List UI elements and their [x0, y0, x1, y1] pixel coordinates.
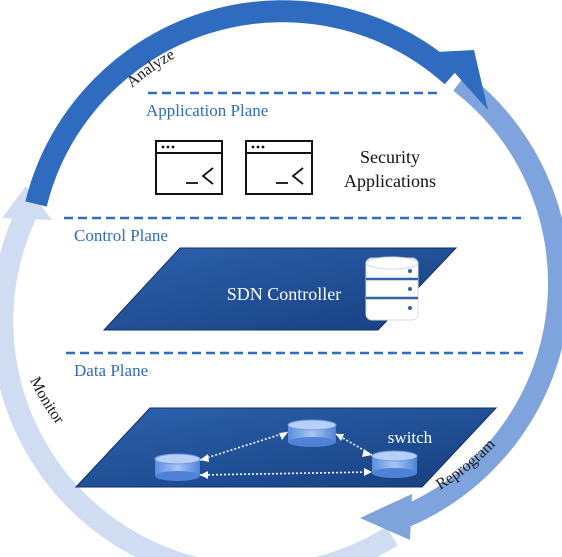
data-plane-label: Data Plane — [74, 361, 148, 380]
switch-label: switch — [388, 428, 433, 447]
monitor-arrowhead — [2, 186, 52, 220]
link-arrowheads — [200, 432, 372, 479]
control-plane-label: Control Plane — [74, 226, 168, 245]
security-apps-line2: Applications — [344, 171, 436, 191]
controller-label: SDN Controller — [227, 284, 342, 304]
reprogram-arrow — [397, 73, 562, 529]
monitor-arrow — [0, 205, 398, 557]
analyze-arrow — [25, 0, 460, 207]
switch-node-top — [287, 419, 337, 447]
switch-node-left — [154, 453, 201, 481]
reprogram-arrowhead — [360, 494, 412, 540]
application-plane-label: Application Plane — [146, 101, 268, 120]
database-icon — [365, 256, 419, 321]
analyze-arrowhead — [436, 50, 488, 110]
switch-node-right — [371, 450, 418, 478]
data-plane-panel — [74, 407, 498, 488]
security-app-window-1 — [155, 140, 223, 195]
security-apps-line1: Security — [360, 147, 420, 167]
switch-links — [199, 431, 373, 476]
security-app-window-2 — [245, 140, 313, 195]
